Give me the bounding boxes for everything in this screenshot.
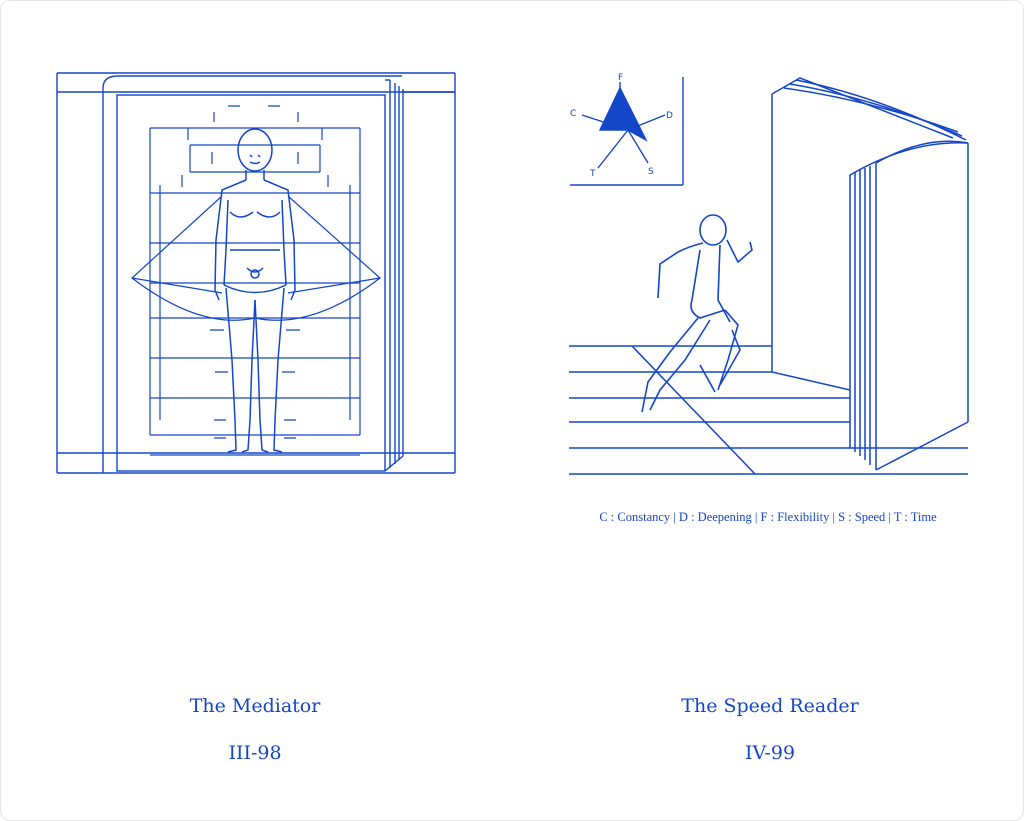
measurement-grid — [131, 105, 381, 456]
compass-legend: C : Constancy | D : Deepening | F : Flex… — [599, 510, 937, 524]
compass-label: F — [618, 73, 623, 83]
standing-figure — [214, 128, 296, 453]
compass-label: T — [589, 169, 596, 179]
artwork-code: IV-99 — [744, 742, 796, 764]
track-lines — [569, 345, 968, 475]
giant-book — [771, 77, 969, 471]
compass-diagram — [570, 77, 684, 186]
compass-label: D — [666, 111, 673, 121]
compass-label: C — [570, 109, 576, 119]
running-figure — [641, 214, 753, 413]
artwork-title: The Mediator — [189, 695, 321, 717]
book-frame — [56, 72, 456, 474]
artwork-title: The Speed Reader — [681, 695, 859, 717]
artwork-code: III-98 — [228, 742, 282, 764]
compass-label: S — [648, 167, 654, 177]
